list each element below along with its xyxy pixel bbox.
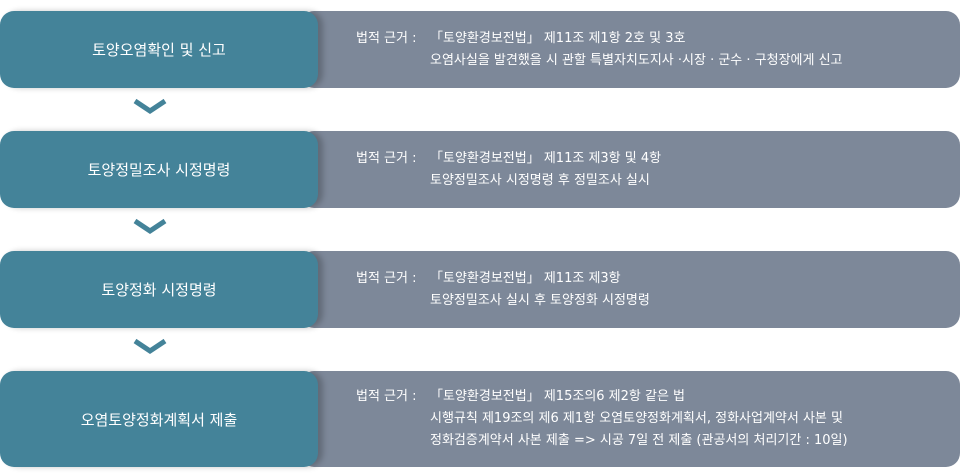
legal-basis-label: 법적 근거 : — [356, 389, 417, 404]
step-detail: 법적 근거 : 「토양환경보전법」 제15조의6 제2항 같은 법 시행규칙 제… — [300, 371, 960, 467]
step-soil-contamination-report: 법적 근거 : 「토양환경보전법」 제11조 제1항 2호 및 3호 오염사실을… — [0, 11, 960, 88]
detail-text: 토양정밀조사 실시 후 토양정화 시정명령 — [430, 292, 650, 308]
detail-line: 토양정밀조사 시정명령 후 정밀조사 실시 — [356, 170, 960, 192]
step-remediation-plan-submission: 법적 근거 : 「토양환경보전법」 제15조의6 제2항 같은 법 시행규칙 제… — [0, 371, 960, 467]
step-precision-survey-order: 법적 근거 : 「토양환경보전법」 제11조 제3항 및 4항 토양정밀조사 시… — [0, 131, 960, 208]
legal-basis-label: 법적 근거 : — [356, 30, 417, 46]
chevron-down-icon — [133, 338, 167, 355]
detail-line: 정화검증계약서 사본 제출 => 시공 7일 전 제출 (관공서의 처리기간 :… — [356, 430, 960, 452]
detail-text: 시행규칙 제19조의 제6 제1항 오염토양정화계획서, 정화사업계약서 사본 … — [430, 411, 843, 426]
chevron-down-icon — [133, 218, 167, 235]
detail-text: 「토양환경보전법」 제11조 제1항 2호 및 3호 — [430, 30, 686, 46]
detail-text: 「토양환경보전법」 제11조 제3항 — [430, 270, 621, 286]
stage-box: 토양정화 시정명령 — [0, 251, 318, 328]
detail-text: 토양정밀조사 시정명령 후 정밀조사 실시 — [430, 172, 650, 188]
detail-text: 「토양환경보전법」 제11조 제3항 및 4항 — [430, 150, 662, 166]
detail-text: 「토양환경보전법」 제15조의6 제2항 같은 법 — [430, 389, 686, 404]
stage-box: 오염토양정화계획서 제출 — [0, 371, 318, 467]
stage-title: 토양정화 시정명령 — [101, 281, 217, 299]
stage-title: 오염토양정화계획서 제출 — [80, 410, 238, 429]
step-detail: 법적 근거 : 「토양환경보전법」 제11조 제3항 및 4항 토양정밀조사 시… — [300, 131, 960, 208]
detail-line: 토양정밀조사 실시 후 토양정화 시정명령 — [356, 290, 960, 312]
legal-basis-label: 법적 근거 : — [356, 150, 417, 166]
step-detail: 법적 근거 : 「토양환경보전법」 제11조 제1항 2호 및 3호 오염사실을… — [300, 11, 960, 88]
detail-line: 법적 근거 : 「토양환경보전법」 제11조 제3항 — [356, 268, 960, 290]
legal-basis-label: 법적 근거 : — [356, 270, 417, 286]
step-detail: 법적 근거 : 「토양환경보전법」 제11조 제3항 토양정밀조사 실시 후 토… — [300, 251, 960, 328]
detail-line: 법적 근거 : 「토양환경보전법」 제11조 제1항 2호 및 3호 — [356, 28, 960, 50]
stage-box: 토양오염확인 및 신고 — [0, 11, 318, 88]
detail-text: 오염사실을 발견했을 시 관할 특별자치도지사 ·시장 · 군수 · 구청장에게… — [430, 52, 843, 68]
detail-line: 법적 근거 : 「토양환경보전법」 제15조의6 제2항 같은 법 — [356, 386, 960, 408]
stage-title: 토양정밀조사 시정명령 — [87, 161, 231, 179]
stage-box: 토양정밀조사 시정명령 — [0, 131, 318, 208]
detail-line: 오염사실을 발견했을 시 관할 특별자치도지사 ·시장 · 군수 · 구청장에게… — [356, 50, 960, 72]
detail-line: 법적 근거 : 「토양환경보전법」 제11조 제3항 및 4항 — [356, 148, 960, 170]
stage-title: 토양오염확인 및 신고 — [92, 41, 226, 59]
step-remediation-order: 법적 근거 : 「토양환경보전법」 제11조 제3항 토양정밀조사 실시 후 토… — [0, 251, 960, 328]
detail-line: 시행규칙 제19조의 제6 제1항 오염토양정화계획서, 정화사업계약서 사본 … — [356, 408, 960, 430]
detail-text: 정화검증계약서 사본 제출 => 시공 7일 전 제출 (관공서의 처리기간 :… — [430, 433, 848, 448]
chevron-down-icon — [133, 98, 167, 115]
